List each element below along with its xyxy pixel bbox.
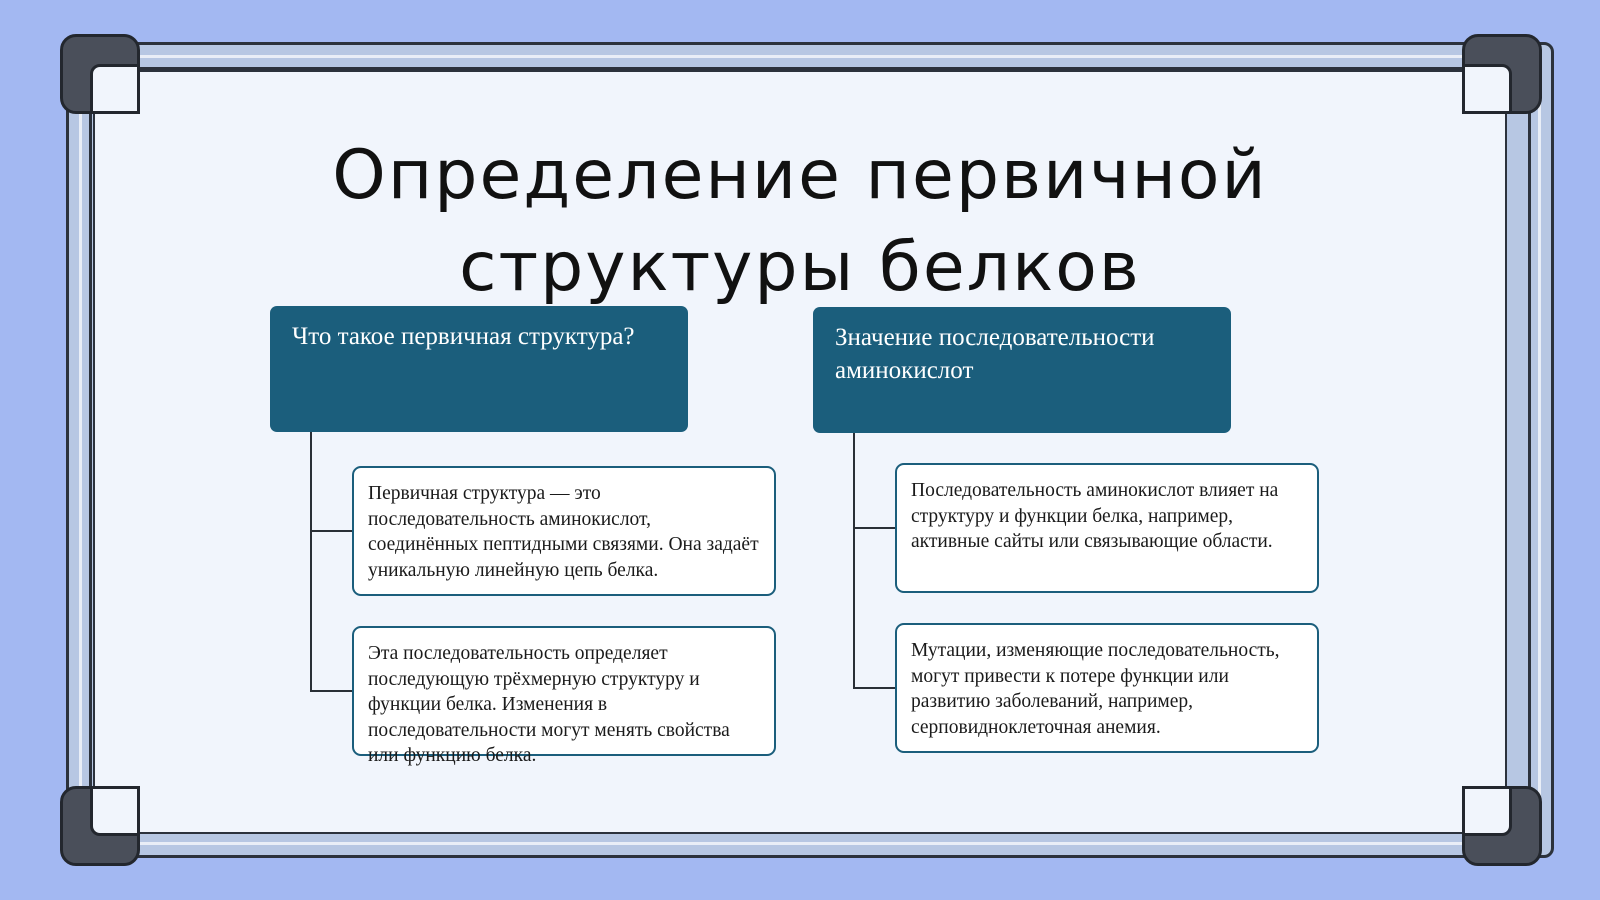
heading-box-left: Что такое первичная структура?	[270, 306, 688, 432]
card-right-1: Последовательность аминокислот влияет на…	[895, 463, 1319, 593]
card-left-1: Первичная структура — это последовательн…	[352, 466, 776, 596]
card-right-2: Мутации, изменяющие последовательность, …	[895, 623, 1319, 753]
connector-left-branch-2	[310, 690, 352, 692]
heading-box-right: Значение последовательности аминокислот	[813, 307, 1231, 433]
connector-right-vertical	[853, 433, 855, 689]
connector-right-branch-2	[853, 687, 895, 689]
connector-left-branch-1	[310, 530, 352, 532]
frame-corner-bottom-right	[1462, 786, 1542, 866]
frame-corner-bottom-left	[60, 786, 140, 866]
card-left-2: Эта последовательность определяет послед…	[352, 626, 776, 766]
slide-title-line-2: структуры белков	[459, 228, 1141, 307]
frame-corner-top-left	[60, 34, 140, 114]
connector-right-branch-1	[853, 527, 895, 529]
frame-corner-top-right	[1462, 34, 1542, 114]
slide-title: Определение первичной структуры белков	[200, 130, 1400, 314]
connector-left-vertical	[310, 432, 312, 692]
slide-title-line-1: Определение первичной	[332, 136, 1268, 215]
